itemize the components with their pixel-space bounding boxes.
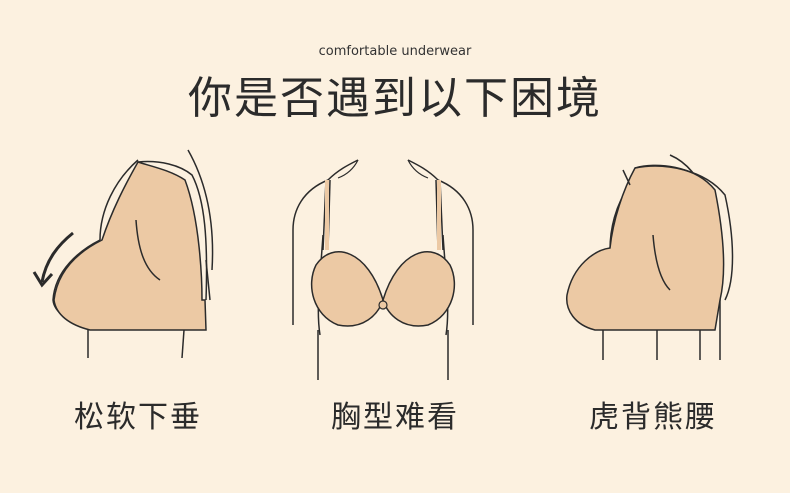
- page-subtitle: comfortable underwear: [318, 44, 472, 59]
- bra-front-illustration: [292, 159, 474, 380]
- caption-sagging: 松软下垂: [74, 400, 202, 435]
- caption-back-fat: 虎背熊腰: [589, 400, 717, 435]
- page-title: 你是否遇到以下困境: [188, 73, 602, 124]
- sagging-bra-side-illustration: [32, 149, 214, 359]
- back-fat-side-illustration: [566, 154, 734, 360]
- caption-shape: 胸型难看: [331, 400, 459, 435]
